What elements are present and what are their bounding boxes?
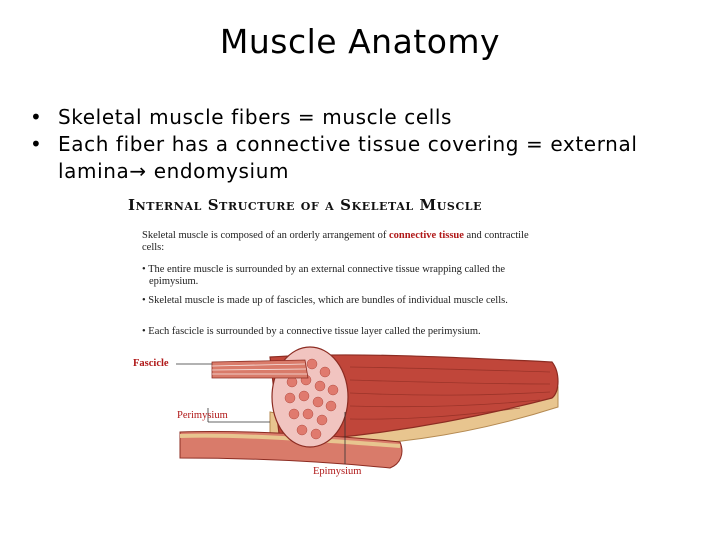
- bullet-item: • Skeletal muscle fibers = muscle cells: [30, 104, 690, 131]
- muscle-cross-section-illustration: [176, 346, 559, 469]
- bullet-marker: •: [30, 132, 43, 156]
- figure-point: • Skeletal muscle is made up of fascicle…: [142, 295, 508, 306]
- figure-intro: Skeletal muscle is composed of an orderl…: [142, 230, 542, 254]
- slide-title: Muscle Anatomy: [219, 22, 501, 61]
- figure-point: • Each fascicle is surrounded by a conne…: [142, 326, 481, 337]
- intro-text: Skeletal muscle is composed of an orderl…: [142, 230, 389, 241]
- bullet-text: Each fiber has a connective tissue cover…: [58, 132, 638, 183]
- fascicle-fibers: [211, 363, 307, 375]
- label-fascicle: Fascicle: [133, 358, 169, 369]
- bullet-list: • Skeletal muscle fibers = muscle cells …: [30, 104, 690, 185]
- figure-heading: Internal Structure of a Skeletal Muscle: [128, 196, 483, 214]
- label-perimysium: Perimysium: [177, 410, 228, 421]
- muscle-striations: [349, 366, 551, 420]
- figure-point: • The entire muscle is surrounded by an …: [142, 264, 505, 287]
- bullet-marker: •: [30, 105, 43, 129]
- label-epimysium: Epimysium: [313, 466, 362, 477]
- lower-bundle-sheath: [179, 433, 401, 448]
- intro-accent: connective tissue: [388, 230, 464, 241]
- muscle-figure: Internal Structure of a Skeletal Muscle …: [120, 192, 560, 492]
- intro-text-end: and contractile cells:: [142, 230, 529, 253]
- bullet-item: • Each fiber has a connective tissue cov…: [30, 131, 690, 185]
- fascicle-dots: [284, 358, 339, 440]
- bullet-text: Skeletal muscle fibers = muscle cells: [58, 105, 453, 129]
- leader-lines: [176, 363, 346, 464]
